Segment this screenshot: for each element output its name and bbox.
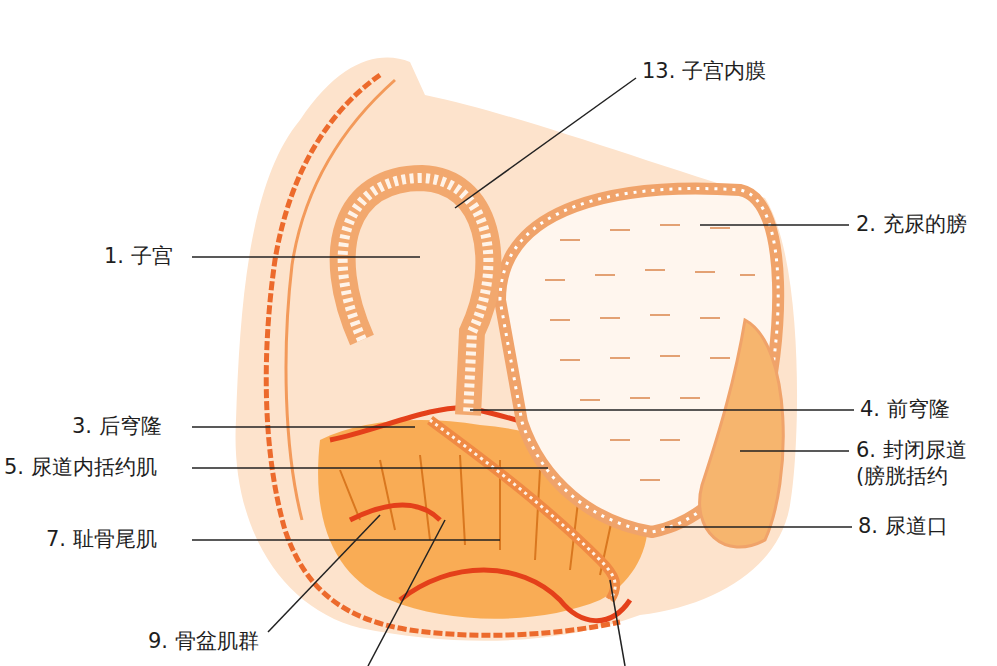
callout-label: 2. 充尿的膀 — [856, 211, 967, 237]
callout-label: 7. 耻骨尾肌 — [46, 526, 157, 552]
vagina — [430, 420, 615, 600]
callout-label: 4. 前穹隆 — [860, 396, 950, 422]
callout-label: 5. 尿道内括约肌 — [4, 454, 157, 480]
callout-label: 8. 尿道口 — [858, 513, 948, 539]
callout-label: 3. 后穹隆 — [72, 413, 162, 439]
callout-label: 13. 子宫内膜 — [642, 58, 766, 84]
urethra-closure — [700, 320, 784, 547]
vagina-lumen — [430, 420, 615, 600]
endometrium — [343, 178, 489, 415]
body-outline — [236, 58, 798, 641]
uterus — [343, 178, 489, 415]
callout-label: 9. 骨盆肌群 — [148, 628, 259, 654]
callout-label: 1. 子宫 — [104, 243, 173, 269]
leader-lines — [192, 78, 854, 666]
callout-label: 6. 封闭尿道 (膀胱括约 — [856, 437, 991, 490]
